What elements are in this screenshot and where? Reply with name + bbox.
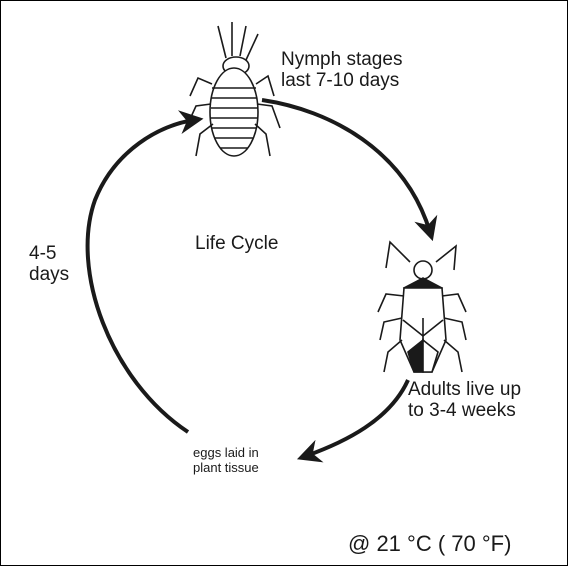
eggs-stage-label: eggs laid in plant tissue [193,446,259,476]
adult-stage-line1: Adults live up [408,380,521,401]
eggs-stage-line2: plant tissue [193,461,259,476]
arrow-adult-to-eggs [306,380,408,456]
egg-duration-line2: days [29,265,69,286]
temperature-note: @ 21 °C ( 70 °F) [348,532,511,556]
nymph-insect-icon [186,22,280,156]
eggs-stage-line1: eggs laid in [193,446,259,461]
center-title: Life Cycle [195,234,278,255]
adult-stage-line2: to 3-4 weeks [408,401,521,422]
adult-insect-icon [378,242,466,372]
adult-stage-label: Adults live up to 3-4 weeks [408,380,521,421]
nymph-stage-line1: Nymph stages [281,50,402,71]
arrow-eggs-to-nymph [88,120,194,432]
arrow-nymph-to-adult [262,100,430,232]
egg-duration-line1: 4-5 [29,244,69,265]
nymph-stage-line2: last 7-10 days [281,71,402,92]
egg-duration-label: 4-5 days [29,244,69,285]
nymph-stage-label: Nymph stages last 7-10 days [281,50,402,91]
